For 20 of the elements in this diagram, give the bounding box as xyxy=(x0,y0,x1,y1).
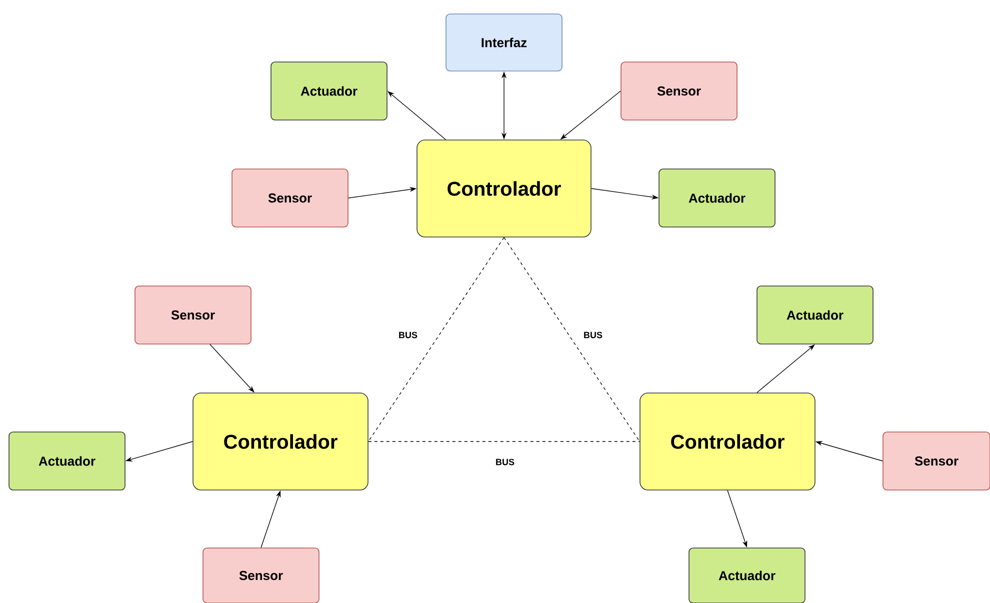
edge-label: BUS xyxy=(582,330,604,340)
actuator-box: Actuador xyxy=(688,548,806,603)
bus-line xyxy=(504,237,640,442)
interface-box: Interfaz xyxy=(446,14,562,72)
actuator-box: Actuador xyxy=(756,286,874,344)
bus-line xyxy=(368,441,640,442)
bus-line xyxy=(368,237,504,442)
actuator-box: Actuador xyxy=(8,432,126,490)
controller-box: Controlador xyxy=(192,392,368,490)
sensor-box: Sensor xyxy=(134,286,252,344)
sensor-box: Sensor xyxy=(202,548,320,603)
controller-box: Controlador xyxy=(640,392,816,490)
controller-box: Controlador xyxy=(416,140,592,238)
sensor-box: Sensor xyxy=(620,62,738,120)
sensor-box: Sensor xyxy=(232,168,348,228)
actuator-box: Actuador xyxy=(270,62,388,120)
sensor-box: Sensor xyxy=(882,432,990,490)
edge-label: BUS xyxy=(494,457,516,467)
edge-label: BUS xyxy=(397,330,419,340)
actuator-box: Actuador xyxy=(658,168,776,228)
